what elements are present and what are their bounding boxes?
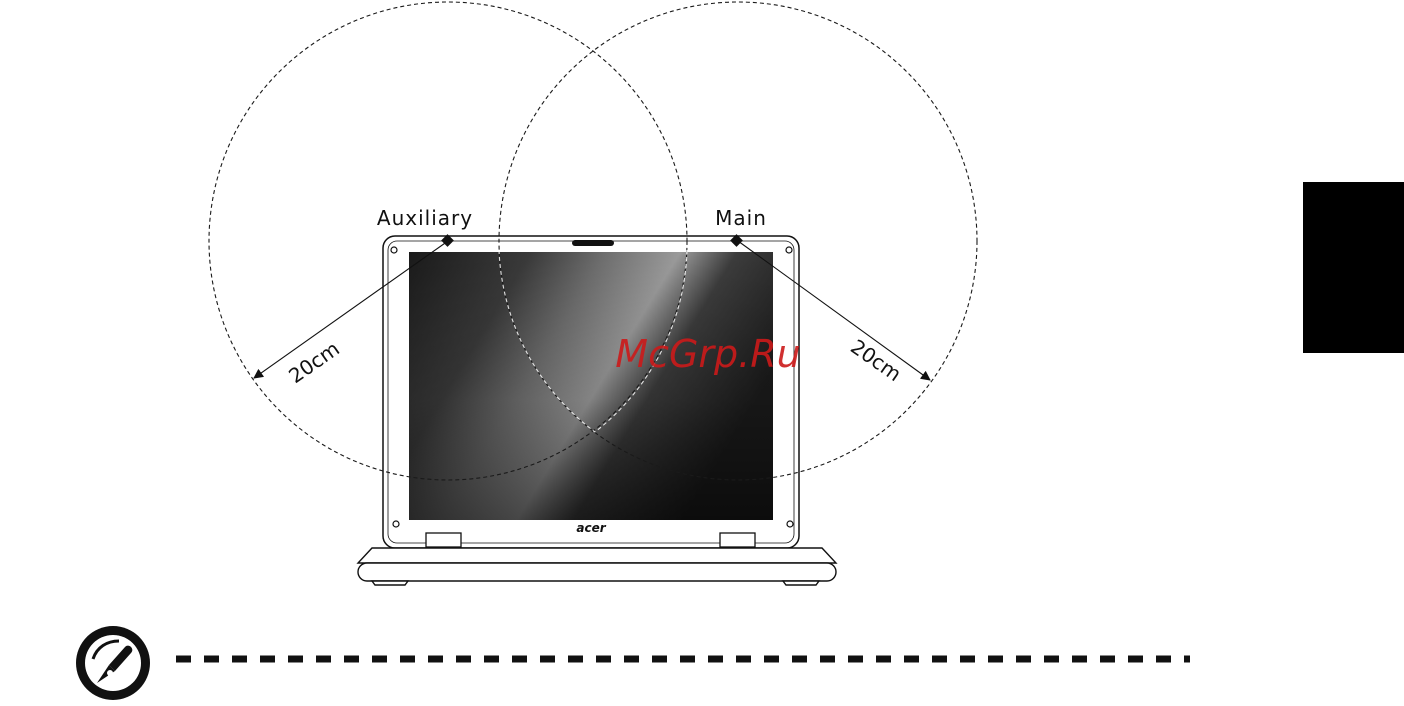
pen-note-icon bbox=[76, 626, 150, 700]
laptop-base bbox=[358, 548, 836, 585]
main-antenna-label: Main bbox=[715, 206, 767, 230]
distance-label-right: 20cm bbox=[846, 334, 906, 386]
webcam-slot bbox=[572, 240, 614, 246]
chapter-side-tab bbox=[1303, 182, 1404, 353]
auxiliary-antenna-label: Auxiliary bbox=[377, 206, 473, 230]
watermark-text: McGrp.Ru bbox=[615, 332, 800, 376]
distance-label-left: 20cm bbox=[284, 336, 344, 388]
brand-logo: acer bbox=[576, 521, 606, 535]
